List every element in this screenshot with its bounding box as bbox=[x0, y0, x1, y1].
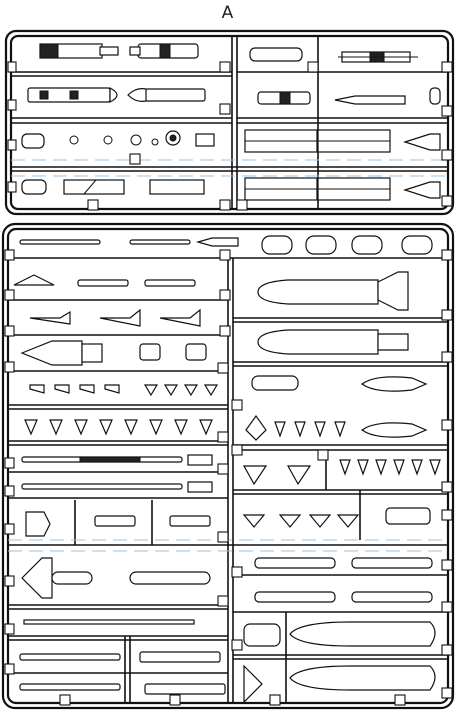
sprue-letter-label: A bbox=[221, 3, 234, 23]
lower-sprue-frame bbox=[1, 222, 455, 710]
upper-sprue-gates bbox=[7, 61, 453, 211]
lower-sprue-gates bbox=[4, 249, 453, 706]
upper-sprue-parts bbox=[21, 43, 441, 201]
lower-sprue-parts bbox=[13, 235, 441, 704]
